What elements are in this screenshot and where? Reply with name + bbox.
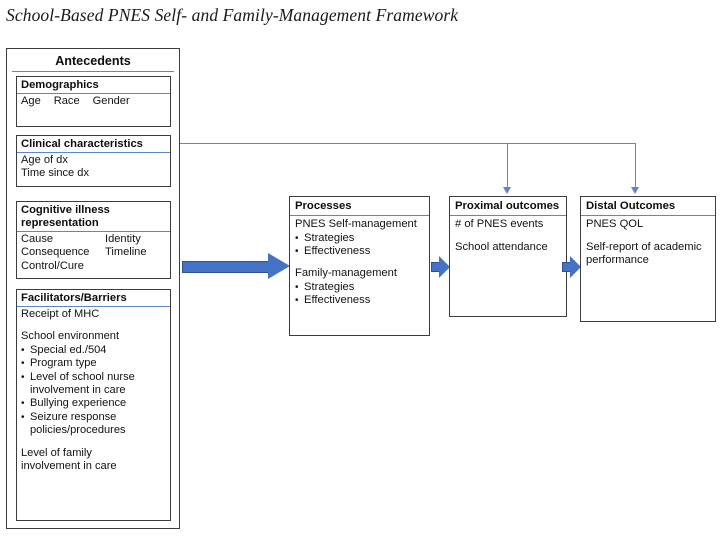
demographics-heading: Demographics: [17, 77, 170, 94]
clinical-characteristics-body: Age of dx Time since dx: [17, 153, 170, 184]
list-item: Strategies: [295, 231, 424, 246]
bullet-text: Program type: [30, 357, 97, 370]
arrowhead-to-distal-outcomes: [631, 187, 639, 194]
bullet-text: Effectiveness: [304, 245, 371, 257]
bullet-text: Bullying experience: [30, 397, 127, 410]
distal-outcomes-heading: Distal Outcomes: [581, 197, 715, 216]
cognitive-cause: Cause: [21, 233, 54, 245]
bullet-text: Effectiveness: [304, 294, 371, 307]
cognitive-row: Cause Identity: [21, 233, 166, 246]
proximal-line-school-attendance: School attendance: [455, 240, 548, 253]
processes-group1-bullets: Strategies Effectiveness: [295, 232, 424, 259]
facilitators-receipt-of-mhc: Receipt of MHC: [21, 308, 100, 320]
list-item: Program type: [21, 357, 166, 371]
spacer: [21, 438, 166, 447]
bullet-text: Strategies: [304, 231, 355, 244]
bullet-text: Seizure response: [30, 410, 117, 423]
connector-horizontal-line: [180, 143, 636, 145]
bullet-text-continued: policies/procedures: [30, 424, 126, 437]
list-item: Strategies: [295, 281, 424, 295]
figure-title: School-Based PNES Self- and Family-Manag…: [6, 5, 459, 25]
arrow-proximal-to-distal: [562, 256, 581, 278]
list-item: Bullying experience: [21, 397, 166, 411]
connector-vertical-line-to-distal: [635, 143, 637, 188]
cognitive-row: Consequence Timeline: [21, 246, 166, 259]
proximal-line-pnes-events: # of PNES events: [455, 218, 544, 230]
spacer: [21, 321, 166, 330]
proximal-outcomes-box: Proximal outcomes # of PNES events Schoo…: [449, 196, 567, 317]
processes-heading: Processes: [290, 197, 429, 216]
facilitators-family-involvement-line2: involvement in care: [21, 460, 117, 473]
antecedents-title: Antecedents: [12, 51, 174, 72]
list-item: Effectiveness: [295, 294, 424, 308]
clinical-line-time-since-dx: Time since dx: [21, 167, 90, 180]
school-environment-bullets: Special ed./504 Program type Level of sc…: [21, 344, 166, 438]
distal-line-pnes-qol: PNES QOL: [586, 218, 644, 230]
arrow-antecedents-to-processes: [182, 253, 290, 280]
clinical-characteristics-box: Clinical characteristics Age of dx Time …: [16, 135, 171, 187]
proximal-outcomes-body: # of PNES events School attendance: [450, 216, 566, 257]
spacer: [295, 258, 424, 267]
processes-group2-bullets: Strategies Effectiveness: [295, 281, 424, 308]
distal-outcomes-body: PNES QOL Self-report of academic perform…: [581, 216, 715, 271]
facilitators-heading: Facilitators/Barriers: [17, 290, 170, 307]
distal-line-self-report-2: performance: [586, 254, 649, 267]
bullet-text: Level of school nurse: [30, 370, 135, 383]
arrow-shaft: [182, 261, 270, 273]
cognitive-heading-line2: representation: [21, 217, 99, 229]
processes-box: Processes PNES Self-management Strategie…: [289, 196, 430, 336]
processes-group2-label: Family-management: [295, 267, 397, 280]
cognitive-heading-line1: Cognitive illness: [21, 204, 110, 216]
bullet-text: Strategies: [304, 281, 355, 293]
cognitive-row: Control/Cure: [21, 260, 166, 273]
spacer: [455, 232, 561, 241]
demographics-item-race: Race: [53, 95, 80, 107]
clinical-line-age-of-dx: Age of dx: [21, 154, 68, 166]
bullet-text: Special ed./504: [30, 343, 107, 356]
arrow-processes-to-proximal: [431, 256, 450, 278]
demographics-items: Age Race Gender: [17, 94, 170, 111]
cognitive-control-cure: Control/Cure: [21, 259, 84, 272]
facilitators-barriers-box: Facilitators/Barriers Receipt of MHC Sch…: [16, 289, 171, 521]
cognitive-blank: [105, 260, 166, 273]
cognitive-identity: Identity: [105, 233, 141, 245]
facilitators-family-involvement-line1: Level of family: [21, 446, 92, 459]
list-item: Effectiveness: [295, 245, 424, 259]
proximal-outcomes-heading: Proximal outcomes: [450, 197, 566, 216]
distal-line-self-report-1: Self-report of academic: [586, 240, 702, 253]
demographics-item-gender: Gender: [92, 95, 130, 107]
cognitive-consequence: Consequence: [21, 246, 90, 259]
arrow-head: [570, 256, 581, 278]
facilitators-school-environment-label: School environment: [21, 330, 120, 343]
arrow-head: [268, 253, 290, 279]
cognitive-illness-representation-box: Cognitive illness representation Cause I…: [16, 201, 171, 279]
cognitive-heading: Cognitive illness representation: [17, 202, 170, 232]
arrowhead-to-proximal-outcomes: [503, 187, 511, 194]
cognitive-timeline: Timeline: [105, 246, 147, 259]
connector-vertical-line-to-proximal: [507, 143, 509, 188]
list-item: Seizure response policies/procedures: [21, 411, 166, 438]
demographics-item-age: Age: [21, 95, 41, 107]
bullet-text-continued: involvement in care: [30, 384, 126, 397]
arrow-head: [439, 256, 450, 278]
facilitators-body: Receipt of MHC School environment Specia…: [17, 307, 170, 476]
clinical-characteristics-heading: Clinical characteristics: [17, 136, 170, 153]
spacer: [586, 232, 710, 241]
processes-body: PNES Self-management Strategies Effectiv…: [290, 216, 429, 311]
distal-outcomes-box: Distal Outcomes PNES QOL Self-report of …: [580, 196, 716, 322]
demographics-box: Demographics Age Race Gender: [16, 76, 171, 127]
list-item: Level of school nurse involvement in car…: [21, 371, 166, 398]
processes-group1-label: PNES Self-management: [295, 218, 417, 230]
list-item: Special ed./504: [21, 343, 166, 358]
antecedents-box: Antecedents Demographics Age Race Gender C…: [6, 48, 180, 529]
cognitive-body: Cause Identity Consequence Timeline Cont…: [17, 232, 170, 276]
